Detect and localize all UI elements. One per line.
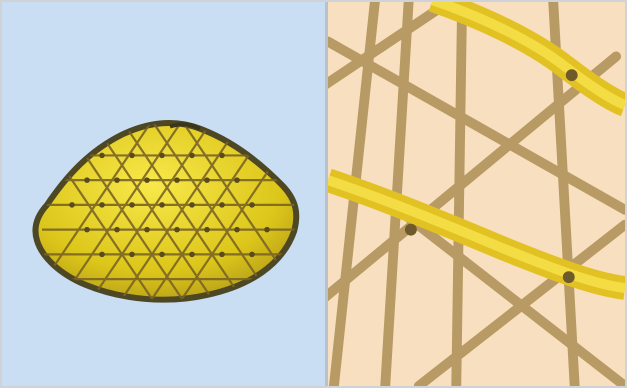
dome-structure-closeup-icon [328, 2, 625, 386]
right-panel-closeup [328, 2, 625, 386]
left-panel-dome [2, 2, 325, 386]
geodesic-dome-icon [2, 2, 325, 386]
